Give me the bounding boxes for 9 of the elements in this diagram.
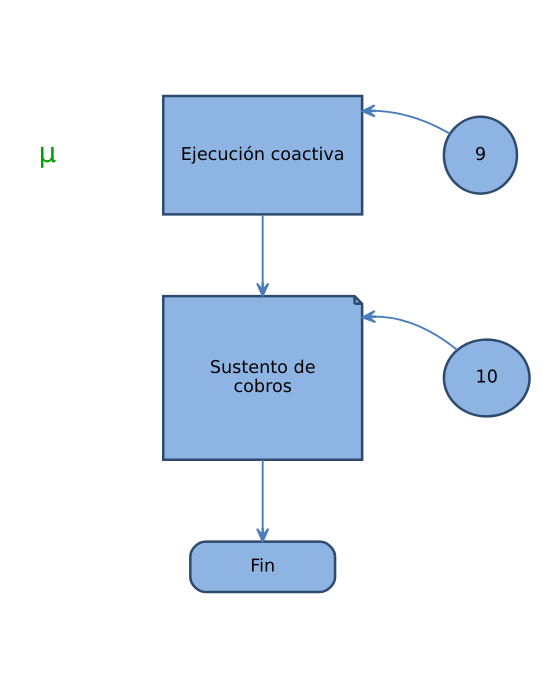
- node-ellipse: 10: [442, 338, 531, 418]
- label: μ: [38, 136, 56, 170]
- arrow: [256, 214, 270, 297]
- node-box: Fin: [189, 540, 336, 594]
- node-circle: 9: [442, 116, 518, 195]
- node-box: Ejecución coactiva: [162, 94, 364, 216]
- arrow: [256, 460, 270, 542]
- arrow: [361, 104, 450, 135]
- arrow: [362, 310, 458, 351]
